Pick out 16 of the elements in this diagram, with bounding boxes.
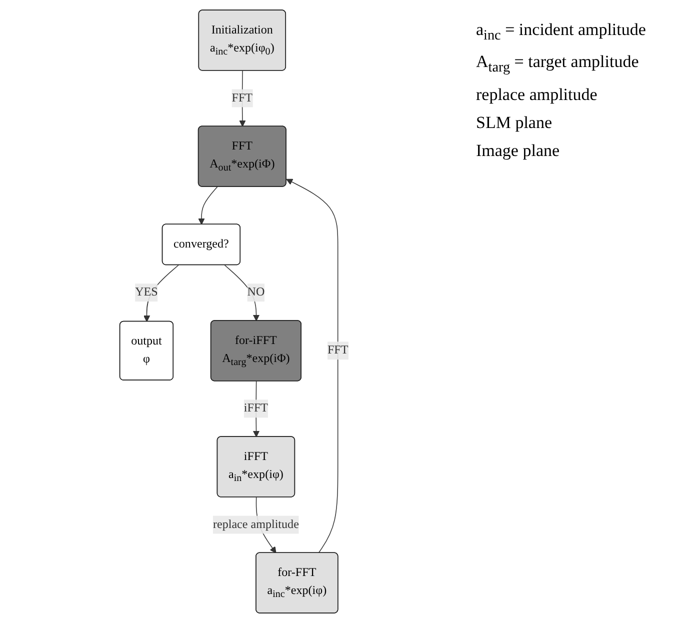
edge-label: YES — [135, 286, 158, 299]
arrow — [224, 264, 260, 322]
note-label: replace amplitude — [476, 84, 598, 105]
arrow — [239, 70, 246, 127]
arrow — [286, 178, 338, 554]
edge-label: iFFT — [244, 402, 268, 415]
edge-label: FFT — [327, 344, 348, 357]
note-label: SLM plane — [476, 112, 554, 133]
arrow — [198, 186, 218, 225]
edge-label: NO — [247, 286, 265, 299]
edge-label: FFT — [232, 91, 253, 104]
note-label: a$_{inc}$ = incident amplitude — [476, 20, 647, 44]
edge-label: replace amplitude — [212, 518, 299, 531]
note-label: Image plane — [476, 140, 561, 161]
note-label: A$_{targ}$ = target amplitude — [476, 52, 640, 77]
arrow — [143, 264, 179, 322]
